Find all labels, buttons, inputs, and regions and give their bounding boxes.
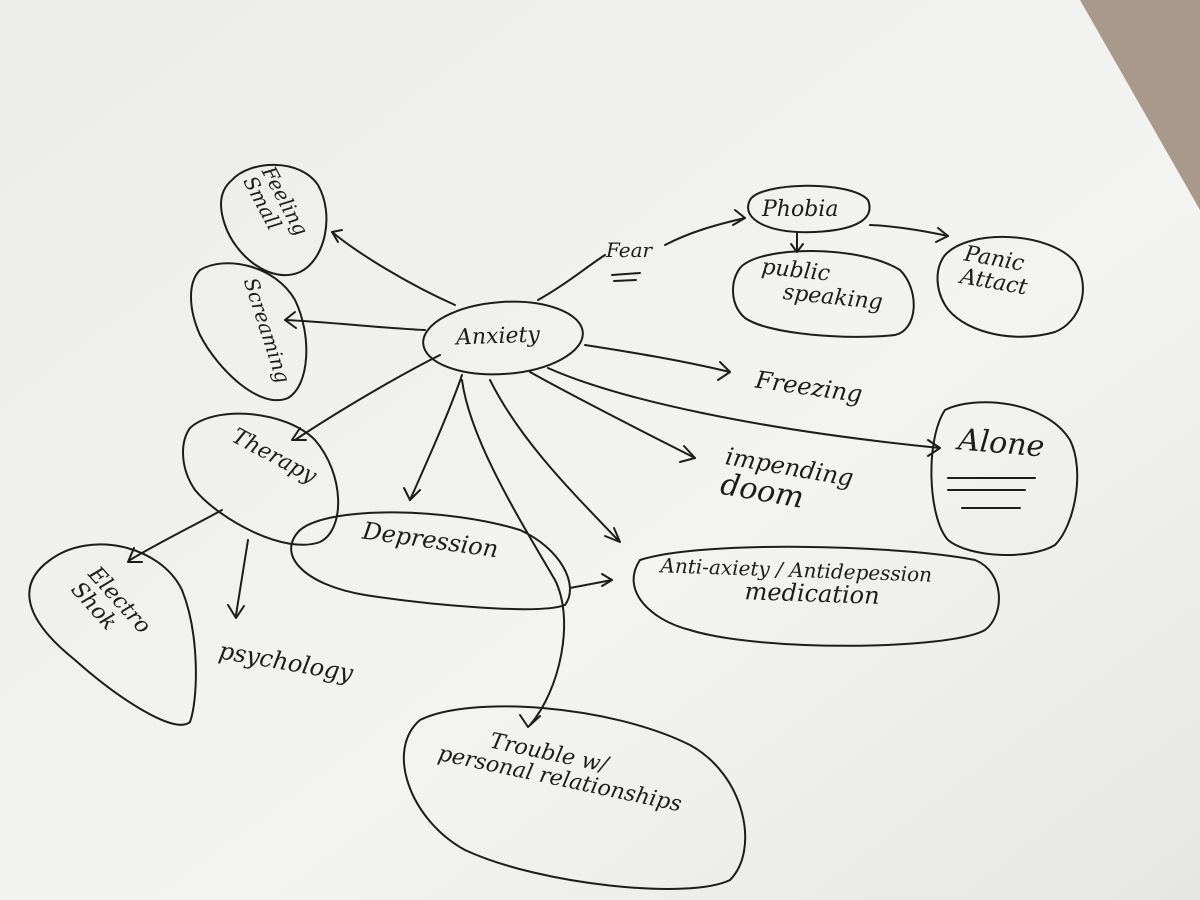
phobia-label: Phobia xyxy=(762,197,839,222)
arrowhead-screaming xyxy=(284,311,297,329)
line-anxiety-depression xyxy=(409,374,463,501)
line-anxiety-feeling xyxy=(331,231,456,306)
line-phobia-panic xyxy=(869,224,949,237)
line-anxiety-doom xyxy=(529,371,696,459)
line-depression-medication xyxy=(569,579,613,589)
phobia-loop xyxy=(747,184,871,234)
arrowhead-alone xyxy=(927,439,941,457)
fear-underline xyxy=(611,272,641,282)
arrowhead-therapy xyxy=(291,427,307,441)
line-therapy-psychology xyxy=(235,539,249,616)
arrowhead-depression xyxy=(403,487,421,501)
anxiety-label: Anxiety xyxy=(455,322,541,351)
arrowhead-medication-a xyxy=(604,527,621,543)
medication-oval xyxy=(632,545,1000,647)
line-anxiety-alone xyxy=(547,367,941,449)
fear-label: Fear xyxy=(606,238,653,262)
arrowhead-panic xyxy=(935,227,949,243)
arrowhead-trouble xyxy=(519,714,541,728)
panic-attack-loop xyxy=(936,235,1084,338)
medication-label: Anti-axiety / Antidepession medication xyxy=(659,553,932,611)
arrowhead-freezing xyxy=(717,361,731,381)
arrowhead-public xyxy=(790,243,804,253)
arrowhead-psychology xyxy=(227,604,245,619)
line-anxiety-trouble xyxy=(461,379,566,726)
line-therapy-electro xyxy=(129,509,223,561)
arrowhead-phobia xyxy=(732,209,746,226)
alone-loop xyxy=(930,401,1079,557)
depression-oval xyxy=(290,511,571,611)
arrowhead-electro xyxy=(127,547,143,563)
line-anxiety-fear xyxy=(537,254,606,301)
line-anxiety-therapy xyxy=(294,354,441,441)
line-anxiety-medication-a xyxy=(489,379,619,541)
alone-label: Alone xyxy=(956,422,1046,465)
public-speaking-loop xyxy=(732,250,915,338)
anxiety-oval xyxy=(422,300,584,376)
line-fear-phobia xyxy=(664,217,746,246)
line-anxiety-screaming xyxy=(284,319,426,331)
arrowhead-medication-b xyxy=(601,573,613,587)
therapy-loop xyxy=(182,412,340,546)
alone-double-underline xyxy=(947,477,1036,509)
trouble-oval xyxy=(402,705,747,890)
arrowhead-feeling xyxy=(331,229,343,243)
arrowhead-doom xyxy=(679,445,696,463)
line-anxiety-freezing xyxy=(584,344,731,373)
screaming-loop xyxy=(190,262,308,401)
feeling-small-loop xyxy=(219,163,328,277)
